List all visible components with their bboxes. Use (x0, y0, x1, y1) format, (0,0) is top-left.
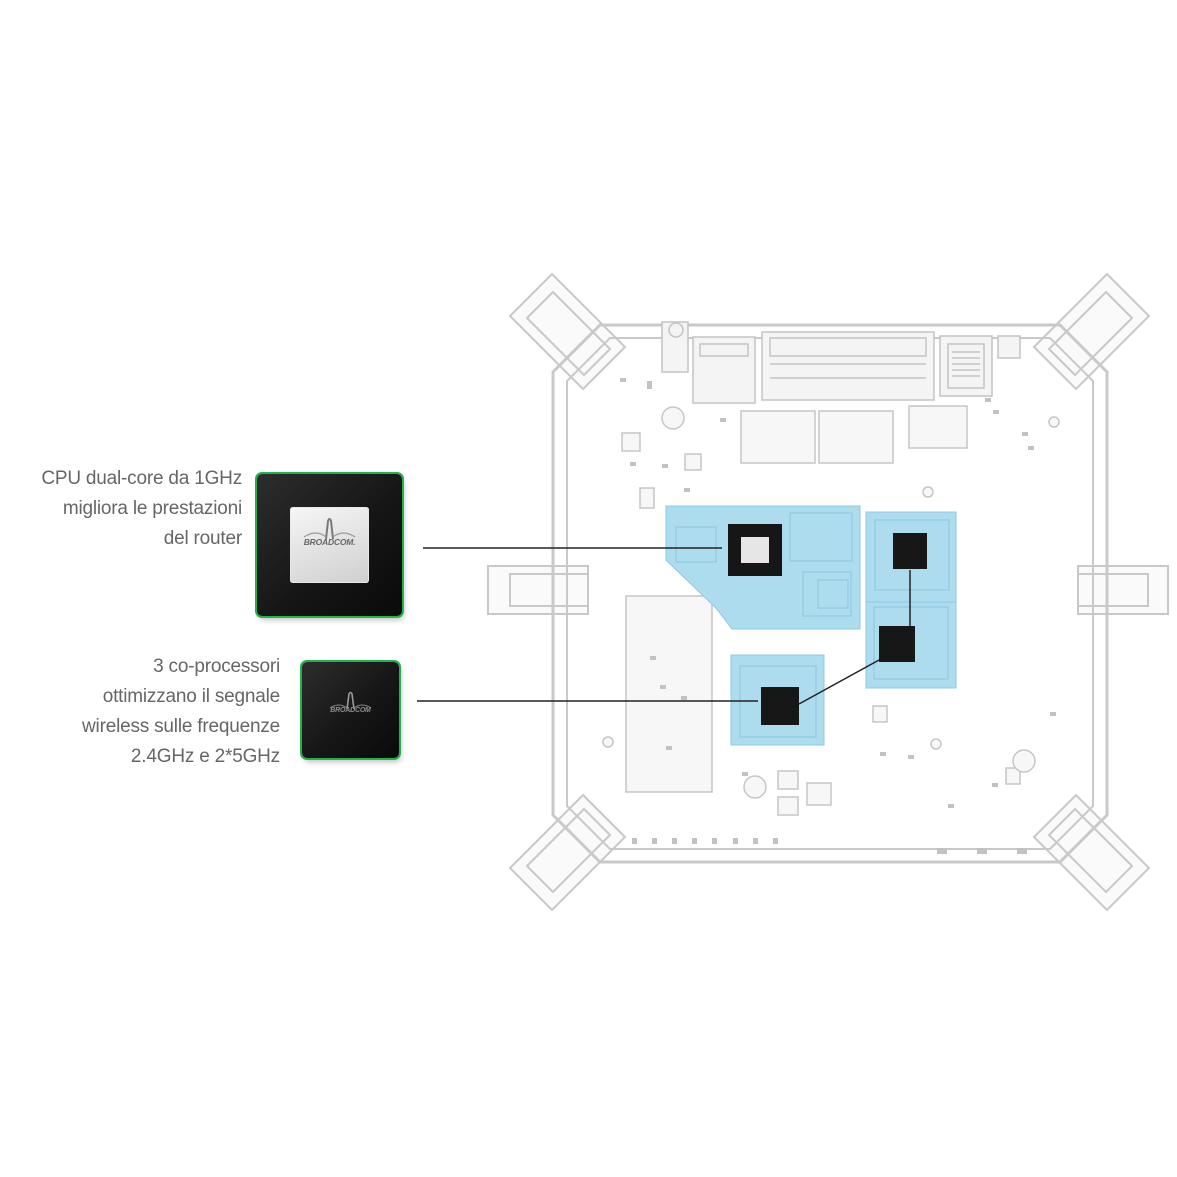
cpu-chip-illustration: BROADCOM. (257, 474, 402, 616)
board-outline (551, 323, 1109, 864)
board-coprocessor-chips (761, 533, 927, 725)
antenna-top-right (1032, 272, 1151, 391)
coprocessor-chip-illustration: BROADCOM (302, 662, 399, 758)
cpu-caption-line-3: del router (163, 528, 242, 549)
antenna-bottom-right (1032, 793, 1151, 912)
cpu-caption: CPU dual-core da 1GHz migliora le presta… (41, 464, 242, 554)
top-connectors (661, 321, 1021, 404)
coprocessor-caption-line-3: wireless sulle frequenze (82, 716, 280, 737)
antenna-right (1077, 565, 1169, 615)
antenna-left (487, 565, 589, 615)
coprocessor-chip-brand: BROADCOM (330, 707, 371, 714)
coprocessor-caption-line-4: 2.4GHz e 2*5GHz (130, 746, 280, 767)
board-cpu-chip (728, 524, 782, 576)
cpu-caption-line-2: migliora le prestazioni (62, 498, 242, 519)
coprocessor-caption: 3 co-processori ottimizzano il segnale w… (82, 652, 280, 772)
broadcom-logo-icon (303, 518, 356, 540)
board-components (602, 405, 1060, 816)
cpu-chip-brand: BROADCOM. (303, 537, 356, 547)
cpu-caption-line-1: CPU dual-core da 1GHz (41, 468, 242, 489)
antenna-top-left (508, 272, 627, 391)
coprocessor-caption-line-1: 3 co-processori (153, 656, 280, 677)
callout-lines (417, 547, 911, 705)
antenna-bottom-left (508, 793, 627, 912)
coprocessor-caption-line-2: ottimizzano il segnale (102, 686, 280, 707)
broadcom-logo-icon (329, 691, 372, 710)
cpu-chip-die: BROADCOM. (290, 507, 369, 583)
board-specks (620, 378, 1056, 854)
